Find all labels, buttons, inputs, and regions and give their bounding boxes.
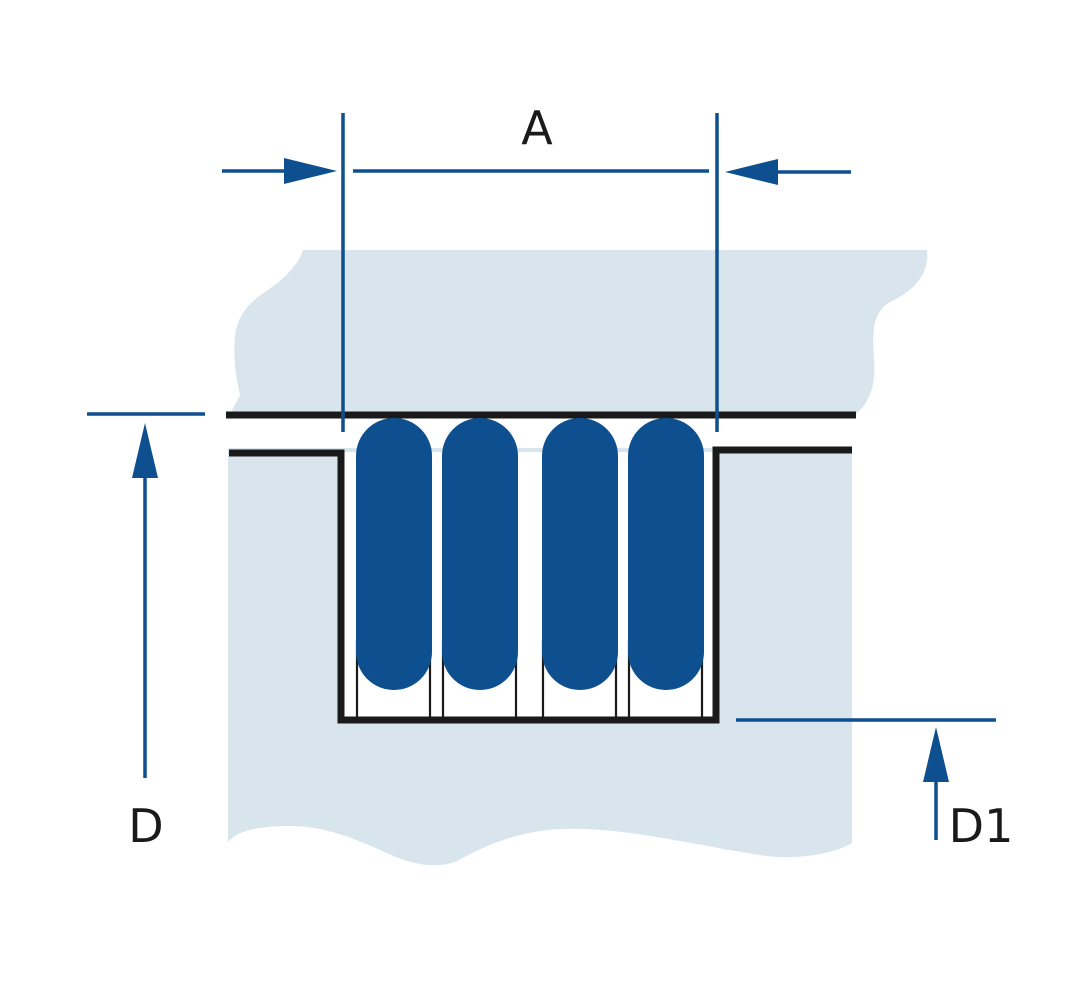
dimension-label-a: A [521,101,553,155]
dimension-a [222,113,851,432]
spring-coil [442,418,518,690]
arrow-right-icon [284,158,337,184]
arrow-up-icon [923,727,949,782]
dimension-d1 [736,718,996,840]
upper-housing [230,250,928,414]
spring-coils [356,418,704,690]
groove-outline [229,446,852,724]
dimension-d [87,412,205,778]
arrow-up-icon [132,423,158,478]
dimension-label-d: D [128,799,163,853]
spring-coil [542,418,618,690]
arrow-left-icon [725,159,778,185]
spring-coil [356,418,432,690]
spring-coil [628,418,704,690]
dimension-label-d1: D1 [949,799,1014,853]
